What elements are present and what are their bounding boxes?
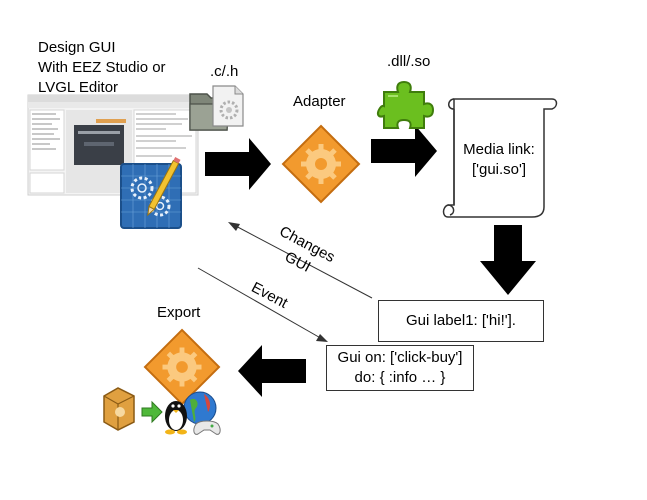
arrow-to-adapter <box>205 138 271 190</box>
puzzle-plugin-icon <box>376 80 435 129</box>
design-gui-label: Design GUI With EEZ Studio or LVGL Edito… <box>38 38 166 98</box>
gui-on-line2: do: { :info … } <box>354 369 446 386</box>
media-link-line1: Media link: <box>463 141 535 158</box>
arrow-to-export <box>238 345 306 397</box>
c-h-label: .c/.h <box>210 63 239 80</box>
gear-diamond-icon <box>281 124 361 204</box>
media-link-text: Media link: ['gui.so'] <box>456 140 542 180</box>
gui-on-line1: Gui on: ['click-buy'] <box>337 349 463 366</box>
arrow-to-media <box>371 125 437 177</box>
arrow-down-to-label <box>480 225 536 295</box>
media-link-line2: ['gui.so'] <box>471 161 527 178</box>
gui-on-box: Gui on: ['click-buy'] do: { :info … } <box>326 345 474 391</box>
design-gui-line1: Design GUI <box>38 39 116 56</box>
os-platforms-icon <box>103 387 221 435</box>
export-label: Export <box>157 304 201 321</box>
source-file-icon <box>189 85 244 131</box>
scroll-document-icon <box>442 98 558 218</box>
gui-label-text: Gui label1: ['hi!']. <box>406 312 516 329</box>
design-gui-line2: With EEZ Studio or <box>38 59 166 76</box>
blueprint-gears-icon <box>120 157 182 229</box>
adapter-label: Adapter <box>293 93 346 110</box>
dll-so-label: .dll/.so <box>387 53 431 70</box>
design-gui-line3: LVGL Editor <box>38 79 119 96</box>
gui-label-box: Gui label1: ['hi!']. <box>378 300 544 342</box>
